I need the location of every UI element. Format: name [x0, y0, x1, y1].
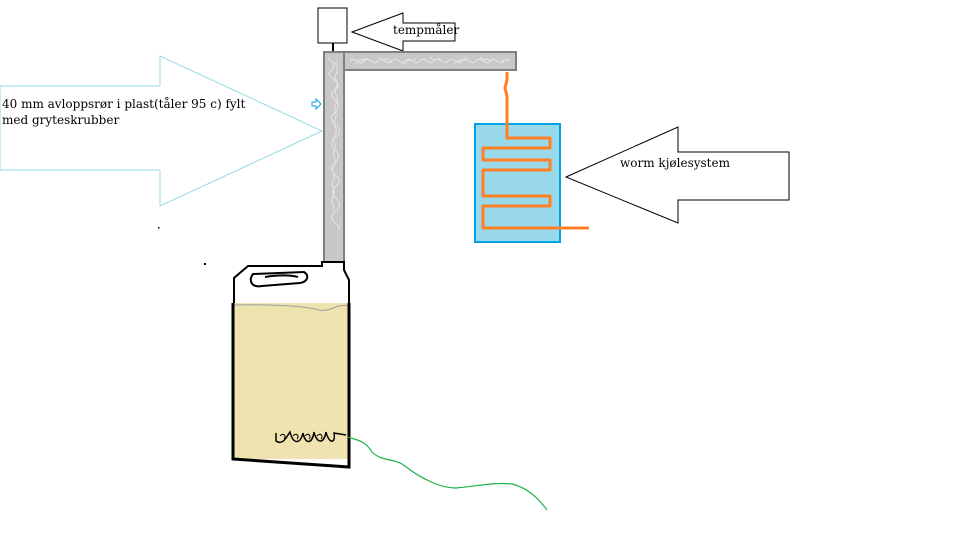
pipe-label: 40 mm avloppsrør i plast(tåler 95 c) fyl… — [2, 96, 249, 127]
heating-element-loops — [279, 433, 323, 440]
small-pointer-icon — [311, 97, 322, 111]
horizontal-pipe — [343, 51, 517, 71]
pipe-label-line-1: 40 mm avloppsrør i plast(tåler 95 c) fyl… — [2, 96, 246, 111]
heater-power-cord — [347, 436, 548, 511]
pipe-callout-arrow — [0, 55, 324, 207]
condenser-label: worm kjølesystem — [620, 156, 731, 170]
scrubber-filling-horizontal — [349, 56, 511, 65]
canister-outline — [231, 303, 351, 469]
stray-dot — [204, 263, 206, 265]
heating-element-icon — [275, 430, 347, 444]
liquid-surface — [232, 304, 350, 311]
scrubber-filling-vertical — [327, 57, 340, 231]
stray-dot — [158, 227, 160, 229]
thermometer-label: tempmåler — [393, 22, 459, 37]
canister-handle-icon — [249, 270, 309, 288]
condenser-coil — [481, 72, 589, 230]
condenser-callout-arrow — [564, 126, 790, 224]
thermometer-callout-arrow — [350, 12, 456, 52]
condenser-tank — [474, 123, 561, 243]
thermometer-box — [317, 7, 348, 44]
pipe-label-line-2: med gryteskrubber — [2, 113, 119, 127]
